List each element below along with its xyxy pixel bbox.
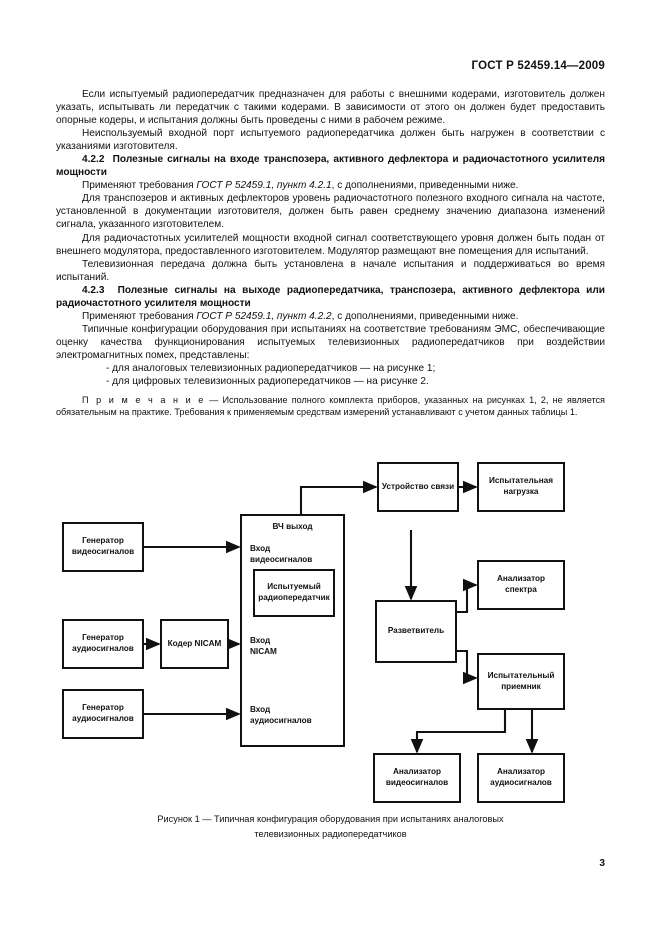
heading-4-2-3: 4.2.3 Полезные сигналы на выходе радиопе… [56,284,605,310]
requirements-suffix-2: , с дополнениями, приведенными ниже. [331,310,519,322]
node-transmitter-under-test: Испытуемый радиопередатчик [253,569,335,617]
paragraph-requirements-4-2-2: Применяют требования ГОСТ Р 52459.1, пун… [56,310,605,323]
requirements-prefix-2: Применяют требования [82,310,197,322]
node-video-generator: Генератор видеосигналов [62,522,144,572]
heading-4-2-2-number: 4.2.2 [82,154,105,166]
note-text: — Использование полного комплекта прибор… [56,395,605,418]
paragraph-external-coders: Если испытуемый радиопередатчик предназн… [56,89,605,127]
label-video-input: Вход видеосигналов [250,544,313,564]
paragraph-unused-input-port: Неиспользуемый входной порт испытуемого … [56,128,605,153]
paragraph-tv-transmission: Телевизионная передача должна быть устан… [56,258,605,283]
label-rf-output: ВЧ выход [272,522,313,531]
figure-caption: Рисунок 1 — Типичная конфигурация оборуд… [56,812,605,841]
heading-4-2-2-text: Полезные сигналы на входе транспозера, а… [56,154,605,179]
node-splitter: Разветвитель [375,600,457,663]
standard-reference-4-2-1: ГОСТ Р 52459.1, пункт 4.2.1 [196,180,332,192]
requirements-prefix-1: Применяют требования [82,180,197,192]
node-video-analyzer: Анализатор видеосигналов [373,753,461,803]
node-audio-analyzer: Анализатор аудиосигналов [477,753,565,803]
connector-transmitter-to-coupling [299,480,378,514]
connector-splitter-to-receiver [456,649,478,685]
node-test-receiver: Испытательный приемник [477,653,565,710]
page-number: 3 [599,858,605,869]
paragraph-typical-configurations: Типичные конфигурации оборудования при и… [56,323,605,361]
requirements-suffix-1: , с дополнениями, приведенными ниже. [331,180,519,192]
document-header-standard-code: ГОСТ Р 52459.14—2009 [471,60,605,72]
node-test-load: Испытательная нагрузка [477,462,565,512]
node-nicam-coder: Кодер NICAM [160,619,229,669]
list-item-analog-transmitters: - для аналоговых телевизионных радиопере… [106,362,436,374]
document-body: Если испытуемый радиопередатчик предназн… [56,88,605,419]
node-spectrum-analyzer: Анализатор спектра [477,560,565,610]
node-coupling-device: Устройство связи [377,462,459,512]
heading-4-2-3-number: 4.2.3 [82,284,105,296]
list-item-digital-transmitters: - для цифровых телевизионных радиопереда… [106,376,429,388]
heading-4-2-2: 4.2.2 Полезные сигналы на входе транспоз… [56,153,605,179]
note-label: П р и м е ч а н и е [82,395,206,406]
paragraph-requirements-4-2-1: Применяют требования ГОСТ Р 52459.1, пун… [56,179,605,192]
note-block: П р и м е ч а н и е — Использование полн… [56,394,605,419]
figure-1-diagram: Генератор видеосигналов Генератор аудиос… [0,452,661,812]
figure-caption-line-1: Рисунок 1 — Типичная конфигурация оборуд… [157,814,504,824]
heading-4-2-3-text: Полезные сигналы на выходе радиопередатч… [56,284,605,309]
paragraph-transposers-deflectors: Для транспозеров и активных дефлекторов … [56,193,605,231]
node-audio-generator-1: Генератор аудиосигналов [62,619,144,669]
connector-splitter-to-spectrum [456,578,478,614]
node-audio-generator-2: Генератор аудиосигналов [62,689,144,739]
diagram-connectors [143,480,539,754]
label-audio-input: Вход аудиосигналов [250,705,312,725]
node-transmitter-enclosure [240,514,345,747]
connector-receiver-to-video-analyzer [410,710,507,754]
paragraph-rf-power-amplifiers: Для радиочастотных усилителей мощности в… [56,232,605,257]
standard-reference-4-2-2: ГОСТ Р 52459.1, пункт 4.2.2 [196,310,332,322]
label-nicam-input: Вход NICAM [250,636,277,656]
figure-caption-line-2: телевизионных радиопередатчиков [254,828,407,839]
